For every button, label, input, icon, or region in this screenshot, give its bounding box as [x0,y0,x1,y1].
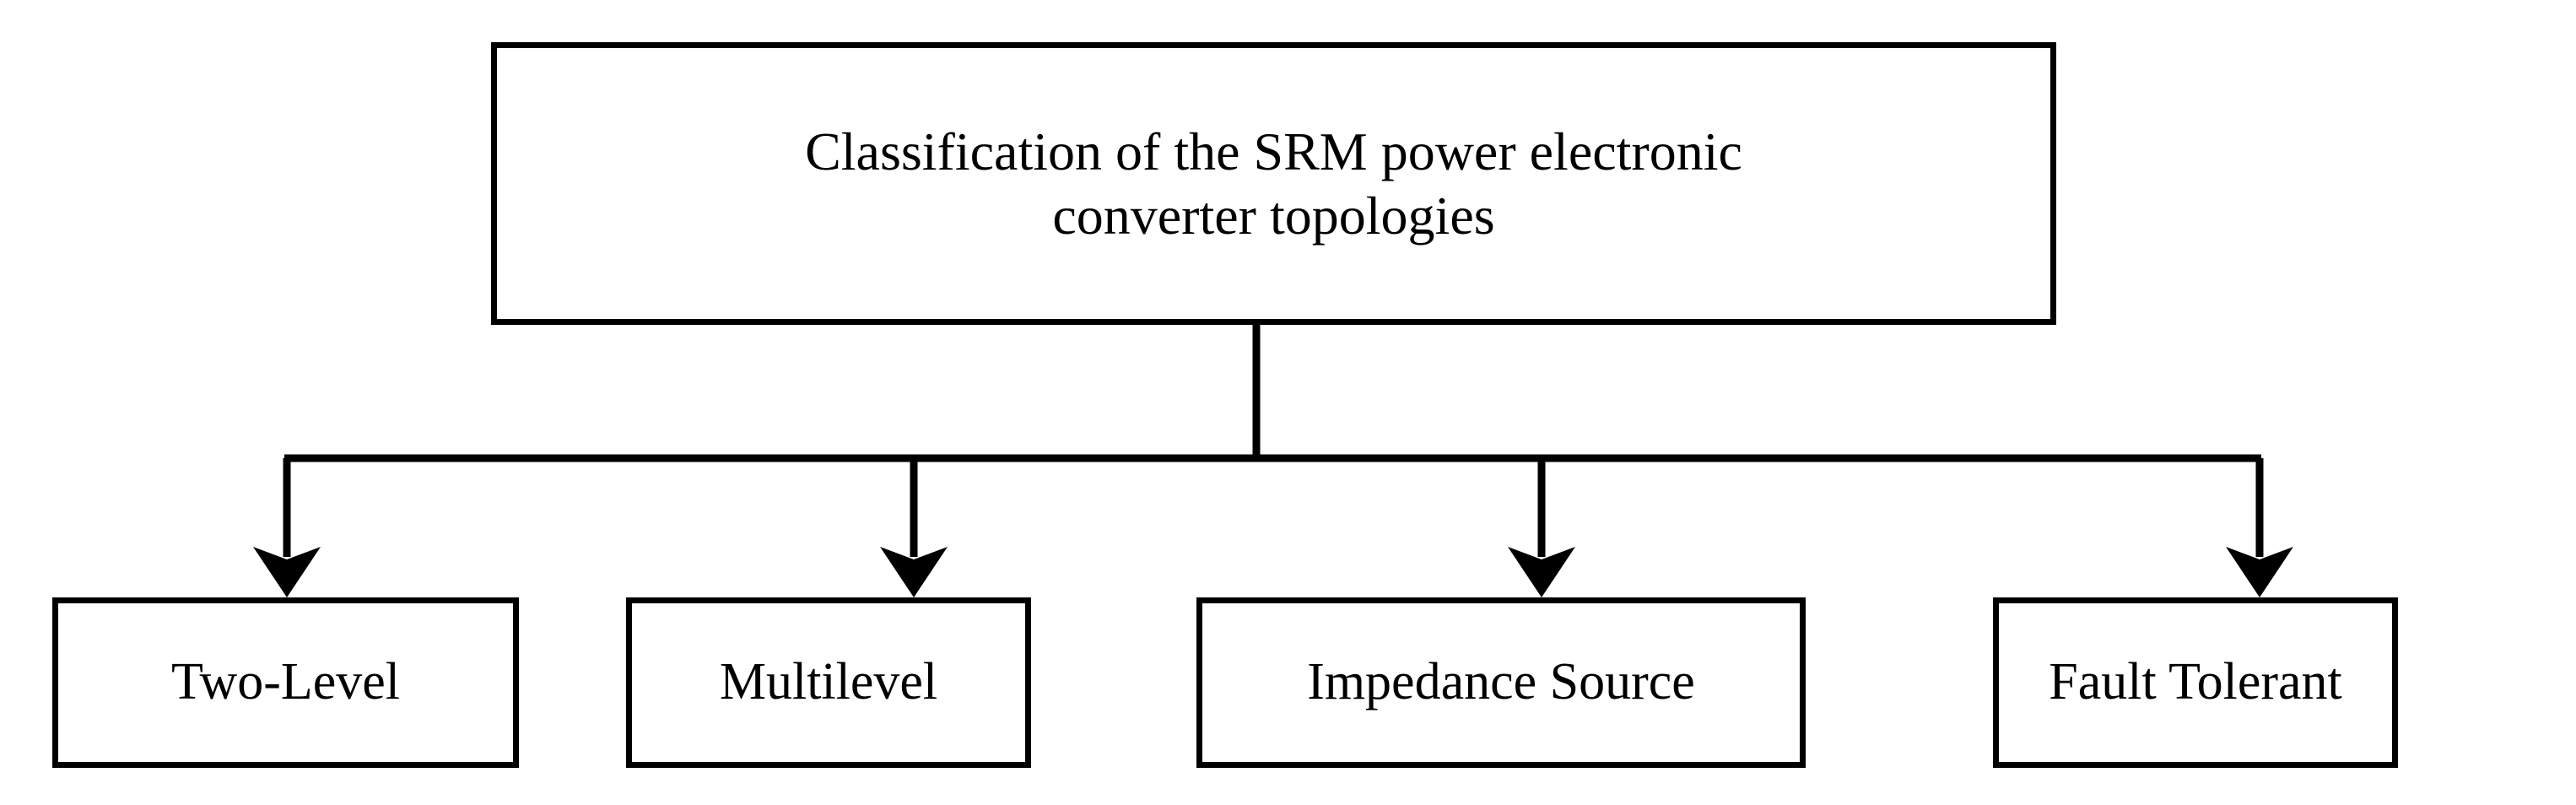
leaf-node-fault-tolerant[interactable]: Fault Tolerant [1993,597,2398,768]
arrowhead-0 [253,547,321,597]
leaf-node-label-1: Multilevel [719,653,938,711]
arrowhead-3 [2226,547,2293,597]
leaf-node-label-2: Impedance Source [1307,653,1695,711]
arrowhead-1 [880,547,948,597]
leaf-node-impedance-source[interactable]: Impedance Source [1196,597,1806,768]
leaf-node-two-level[interactable]: Two-Level [52,597,519,768]
leaf-node-multilevel[interactable]: Multilevel [626,597,1031,768]
root-node[interactable]: Classification of the SRM power electron… [491,42,2056,325]
leaf-node-label-3: Fault Tolerant [2049,653,2342,711]
arrowhead-2 [1508,547,1575,597]
leaf-node-label-0: Two-Level [170,653,401,711]
root-node-label: Classification of the SRM power electron… [805,121,1742,246]
